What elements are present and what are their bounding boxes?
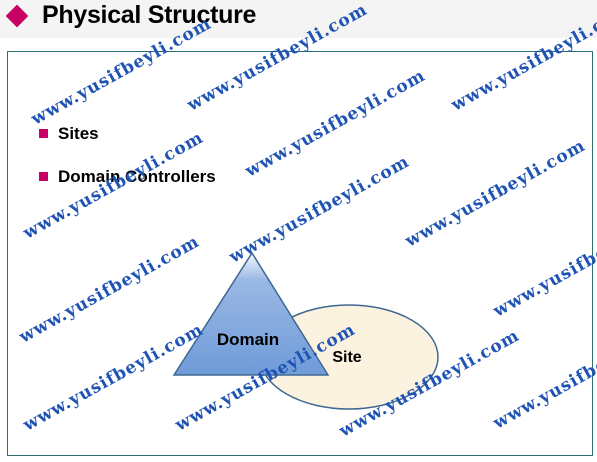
bullet-label: Sites [58,124,99,143]
title-bar: Physical Structure [0,0,597,38]
bullet-item-domain-controllers: Domain Controllers [39,167,216,187]
domain-triangle [172,251,330,376]
page-title: Physical Structure [42,1,257,29]
square-bullet-icon [39,172,48,181]
bullet-label: Domain Controllers [58,167,216,186]
domain-label: Domain [217,330,279,349]
square-bullet-icon [39,129,48,138]
bullet-item-sites: Sites [39,124,99,144]
site-label: Site [332,349,361,366]
